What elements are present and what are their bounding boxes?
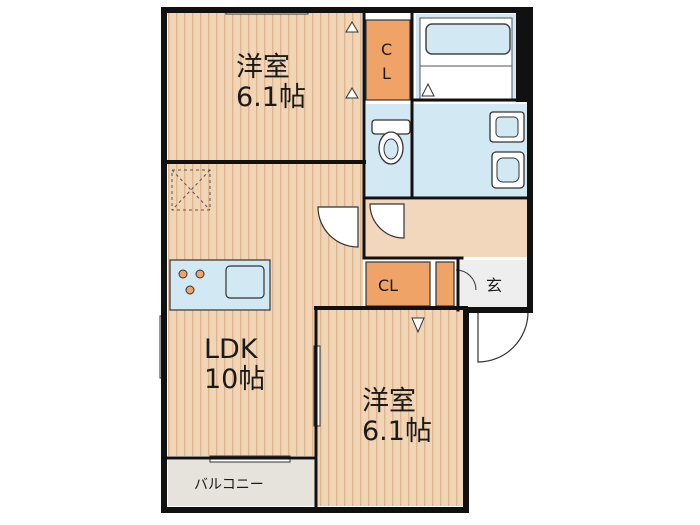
room-name-western-north: 洋室 (236, 52, 290, 83)
closet-north-label-2: L (382, 64, 391, 83)
shoe-closet (435, 261, 455, 307)
room-size-western-south: 6.1帖 (362, 416, 432, 447)
balcony-label: バルコニー (194, 477, 264, 493)
entrance-label: 玄 (486, 276, 502, 295)
room-size-western-north: 6.1帖 (236, 82, 306, 113)
stove-burner (185, 285, 195, 295)
balcony (168, 460, 318, 506)
room-size-ldk: 10帖 (204, 364, 265, 395)
closet-north (365, 19, 411, 101)
fridge-space (171, 169, 211, 211)
room-name-ldk: LDK (204, 334, 259, 365)
western-room-north (168, 12, 362, 162)
entrance-door-swing (477, 311, 529, 363)
closet-mid (365, 261, 431, 307)
room-name-western-south: 洋室 (362, 386, 416, 417)
walls (161, 7, 533, 513)
western-room-south (318, 310, 466, 506)
bathtub (425, 23, 511, 55)
door-swing (317, 206, 359, 248)
stove-burner (195, 269, 205, 279)
entrance-floor (460, 260, 530, 310)
kitchen-sink (225, 265, 265, 299)
closet-north-label-1: C (381, 40, 392, 59)
exterior-column (516, 12, 530, 102)
stove-burner (178, 269, 188, 279)
door-swing (369, 203, 405, 239)
closet-mid-label: CL (378, 276, 398, 295)
